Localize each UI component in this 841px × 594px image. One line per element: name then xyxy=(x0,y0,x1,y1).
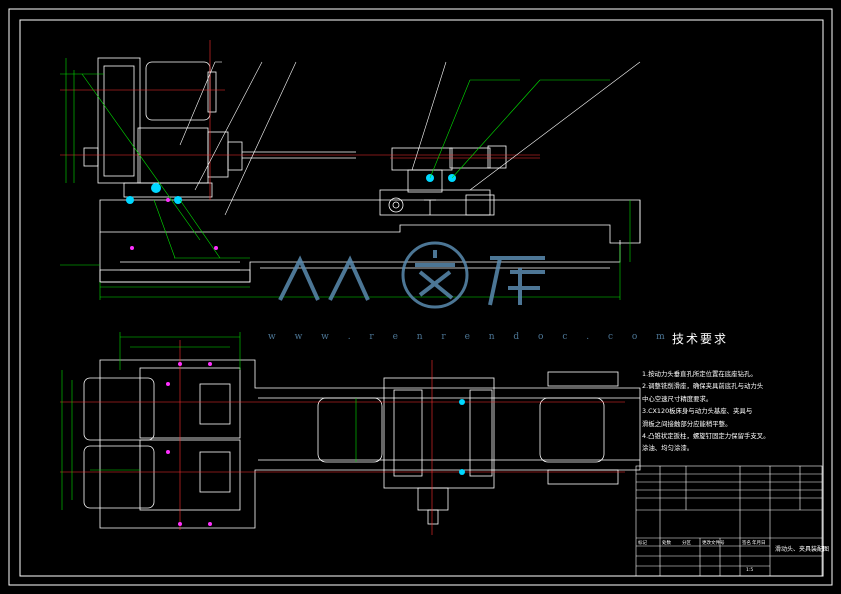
tech-requirement-item: 2.调整铣削滑座，确保夹具前底孔与动力头 xyxy=(642,382,764,391)
plan-view xyxy=(83,359,641,529)
bed-base xyxy=(99,199,641,244)
tech-requirement-item: 中心空速尺寸精度要求。 xyxy=(642,394,713,403)
centerlines-plan xyxy=(60,340,625,535)
fixture-pocket-2 xyxy=(539,397,605,463)
tech-requirement-item: 涂油、均匀涂漆。 xyxy=(642,444,694,453)
tech-requirement-item: 4.凸锥状定扳柱，螺旋钉固定力保留手支叉。 xyxy=(642,432,770,441)
fixture-slide xyxy=(379,189,491,216)
watermark-url: w w w . r e n r e n d o c . c o m xyxy=(268,332,673,342)
inner-frame xyxy=(19,19,824,577)
motor-plan-2 xyxy=(83,445,155,509)
hatch-front xyxy=(126,198,218,250)
tb-label-zone: 分区 xyxy=(682,541,691,546)
fixture-plan xyxy=(383,377,495,489)
tb-label-docno: 更改文件号 xyxy=(702,541,725,546)
dimensions-plan xyxy=(61,332,357,510)
bed-foot xyxy=(99,269,251,283)
title-block xyxy=(635,465,823,577)
tb-label-sign: 签名 xyxy=(742,541,751,546)
hatch-plan xyxy=(166,362,212,526)
spindle-housing xyxy=(137,127,209,184)
tb-label-mark: 标记 xyxy=(638,541,647,546)
tech-requirement-item: 滑板之间接触部分应能稍平整。 xyxy=(642,419,732,428)
motor xyxy=(145,61,211,121)
leaders-front xyxy=(179,61,641,216)
tech-requirement-item: 1.按动力头垂直孔所定位置在底座钻孔。 xyxy=(642,370,757,378)
motor-plan-1 xyxy=(83,377,155,441)
drawing-title: 滑动头、夹具装配图 xyxy=(775,546,830,553)
tech-requirements-list: 1.按动力头垂直孔所定位置在底座钻孔。 2.调整铣削滑座，确保夹具前底孔与动力头… xyxy=(642,368,802,455)
tb-label-date: 年月日 xyxy=(752,541,766,546)
tb-label-count: 处数 xyxy=(662,541,671,546)
highlight-plan xyxy=(459,399,465,475)
plan-bed xyxy=(99,359,641,529)
outer-frame xyxy=(8,8,833,586)
tb-scale: 1:5 xyxy=(746,568,754,573)
fixture-pocket-1 xyxy=(317,397,383,463)
dimensions-front xyxy=(60,58,631,300)
tech-requirements-title: 技术要求 xyxy=(672,332,729,346)
highlight-front xyxy=(126,174,456,204)
fixture-body xyxy=(391,147,453,171)
tech-requirement-item: 3.CX120板床身与动力头基座、夹具与 xyxy=(642,407,753,416)
gearbox xyxy=(97,57,141,184)
watermark-logo xyxy=(278,241,545,309)
front-view xyxy=(83,57,641,283)
centerlines-front xyxy=(60,40,540,200)
